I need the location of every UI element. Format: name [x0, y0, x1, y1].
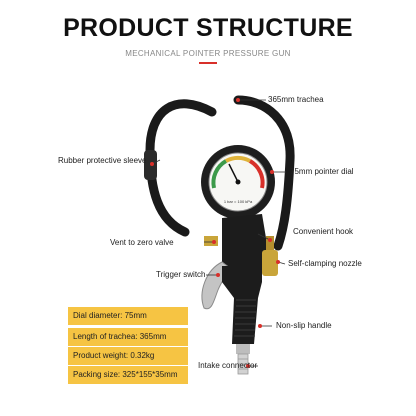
intake-connector [236, 344, 250, 354]
label-nozzle: Self-clamping nozzle [288, 259, 362, 268]
title-accent-line [199, 62, 217, 64]
hose-right [233, 95, 295, 251]
gun-handle [222, 266, 262, 344]
rubber-sleeve [144, 150, 157, 180]
label-pointer-dial: 75mm pointer dial [290, 167, 354, 176]
label-intake: Intake connector [198, 361, 258, 370]
label-handle: Non-slip handle [276, 321, 332, 330]
spec-weight: Product weight: 0.32kg [68, 347, 188, 365]
label-trigger: Trigger switch [156, 270, 206, 279]
nozzle [262, 250, 278, 276]
page-title: PRODUCT STRUCTURE [63, 14, 353, 42]
label-rubber-sleeve: Rubber protective sleeve [58, 156, 147, 165]
spec-trachea-length: Length of trachea: 365mm [68, 328, 188, 346]
spec-packing-size: Packing size: 325*155*35mm [68, 366, 188, 384]
vent-valve [204, 236, 218, 246]
label-vent-valve: Vent to zero valve [110, 238, 174, 247]
label-hook: Convenient hook [293, 227, 354, 236]
spec-dial-diameter: Dial diameter: 75mm [68, 307, 188, 325]
label-trachea: 365mm trachea [268, 95, 324, 104]
hose [145, 99, 217, 237]
gauge-scale-text: 1 bar = 100 kPa [224, 199, 253, 204]
page-subtitle: MECHANICAL POINTER PRESSURE GUN [125, 49, 291, 58]
